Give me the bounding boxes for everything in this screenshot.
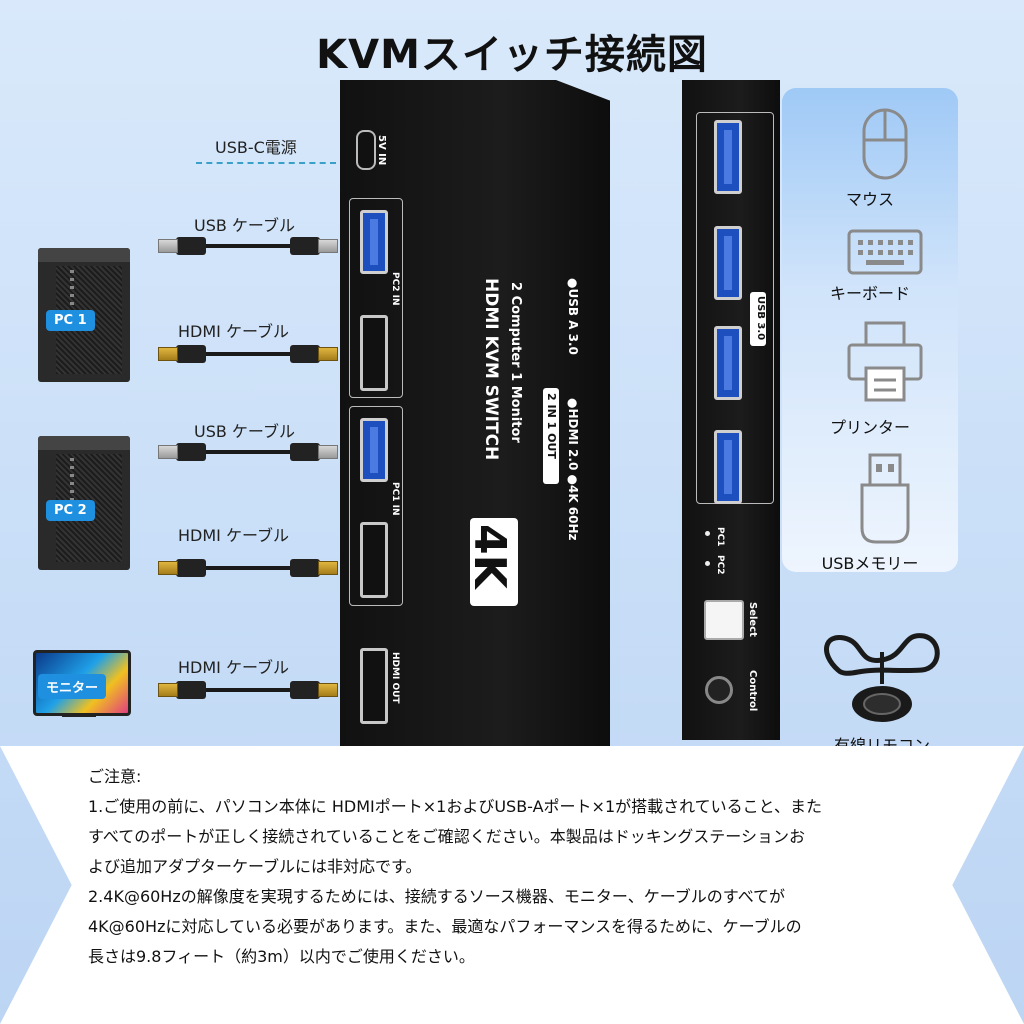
select-label: Select <box>747 602 758 637</box>
usb-port-1 <box>714 120 742 194</box>
printer-icon <box>847 321 923 402</box>
monitor-badge: モニター <box>38 674 107 699</box>
hdmi-out-label: HDMI OUT <box>390 652 400 704</box>
usb-stick-icon <box>860 453 910 544</box>
usbc-port <box>356 130 376 170</box>
hdmi-connector-left <box>158 561 178 575</box>
cable-label: HDMI ケーブル <box>178 322 290 341</box>
usb-connector-right <box>318 239 338 253</box>
notes-line: 4K@60Hzに対応している必要があります。また、最適なパフォーマンスを得るため… <box>88 917 802 936</box>
usb-port-2 <box>714 226 742 300</box>
pc1-usb-port <box>360 418 388 482</box>
pc1-led <box>705 531 710 536</box>
pc2-in-label: PC2 IN <box>390 272 400 306</box>
usb-plug-left <box>176 237 206 255</box>
hdmi-plug-left <box>176 559 206 577</box>
notes-line: すべてのポートが正しく接続されていることをご確認ください。本製品はドッキングステ… <box>88 827 805 846</box>
hdmi-connector-right <box>318 347 338 361</box>
notes-line: よび追加アダプターケーブルには非対応です。 <box>88 857 422 876</box>
hdmi-plug-right <box>290 681 320 699</box>
power-label: 5V IN <box>376 135 387 166</box>
notes-line: 長さは9.8フィート（約3m）以内でご使用ください。 <box>88 947 475 966</box>
usbc-power-line <box>196 162 336 164</box>
pc2-usb-port <box>360 210 388 274</box>
pc1-port-group <box>349 406 403 606</box>
hdmi-plug-left <box>176 345 206 363</box>
peripherals-panel <box>782 88 958 572</box>
usb-cable-line <box>196 450 296 454</box>
pc2-port-group <box>349 198 403 398</box>
hdmi-plug-left <box>176 681 206 699</box>
control-label: Control <box>747 670 758 712</box>
badge-4k: 4K <box>464 524 515 589</box>
hdmi-cable-line <box>196 352 296 356</box>
spec-hdmi-4k: ●HDMI 2.0 ●4K 60Hz <box>566 398 580 541</box>
cable-label: HDMI ケーブル <box>178 526 290 545</box>
pc1-hdmi-port <box>360 522 388 598</box>
usbc-power-label: USB-C電源 <box>215 138 297 157</box>
cable-label: USB ケーブル <box>194 216 295 235</box>
usb30-label: USB 3.0 <box>755 296 766 341</box>
peripheral-label-3: USBメモリー <box>821 554 919 573</box>
notes-line: 2.4K@60Hzの解像度を実現するためには、接続するソース機器、モニター、ケー… <box>88 887 786 906</box>
badge-4k-bg <box>470 518 518 606</box>
usb-plug-right <box>290 237 320 255</box>
usb-connector-left <box>158 239 178 253</box>
cable-label: HDMI ケーブル <box>178 658 290 677</box>
pc1-in-label: PC1 IN <box>390 482 400 516</box>
notes-line: 1.ご使用の前に、パソコン本体に HDMIポート×1およびUSB-Aポート×1が… <box>88 797 823 816</box>
wired-remote-image <box>824 633 940 722</box>
hdmi-connector-right <box>318 561 338 575</box>
hdmi-cable-line <box>196 688 296 692</box>
pc2-led-label: PC2 <box>715 555 725 575</box>
spec-io: 2 IN 1 OUT <box>545 393 558 459</box>
usb-port-3 <box>714 326 742 400</box>
product-subtitle: 2 Computer 1 Monitor <box>508 282 523 443</box>
spec-usb: ●USB A 3.0 <box>566 278 580 355</box>
peripheral-label-1: キーボード <box>829 284 910 303</box>
pc1-badge: PC 1 <box>46 310 95 331</box>
usb-connector-right <box>318 445 338 459</box>
usb-plug-right <box>290 443 320 461</box>
pc2-badge: PC 2 <box>46 500 95 521</box>
peripheral-label-0: マウス <box>845 190 894 209</box>
usb-connector-left <box>158 445 178 459</box>
cable-label: USB ケーブル <box>194 422 295 441</box>
hdmi-plug-right <box>290 559 320 577</box>
peripheral-label-2: プリンター <box>829 418 910 437</box>
notes-panel <box>0 746 1024 1024</box>
pc1-led-label: PC1 <box>715 527 725 547</box>
usb-cable-line <box>196 244 296 248</box>
hdmi-plug-right <box>290 345 320 363</box>
hdmi-connector-right <box>318 683 338 697</box>
monitor-stand <box>62 713 96 717</box>
usb-port-4 <box>714 430 742 504</box>
hdmi-connector-left <box>158 347 178 361</box>
pc2-hdmi-port <box>360 315 388 391</box>
product-title: HDMI KVM SWITCH <box>481 278 501 461</box>
control-port <box>705 676 733 704</box>
page-title: KVMスイッチ接続図 <box>316 32 708 78</box>
usb-plug-left <box>176 443 206 461</box>
notes-heading: ご注意: <box>88 767 142 786</box>
select-button[interactable] <box>704 600 744 640</box>
pc2-led <box>705 561 710 566</box>
spec-box <box>543 388 559 484</box>
mouse-icon <box>862 108 908 180</box>
hdmi-cable-line <box>196 566 296 570</box>
hdmi-connector-left <box>158 683 178 697</box>
notes-text: ご注意: 1.ご使用の前に、パソコン本体に HDMIポート×1およびUSB-Aポ… <box>88 762 968 972</box>
hdmi-out-port <box>360 648 388 724</box>
usb30-label-bg <box>750 292 766 346</box>
keyboard-icon <box>847 229 923 275</box>
